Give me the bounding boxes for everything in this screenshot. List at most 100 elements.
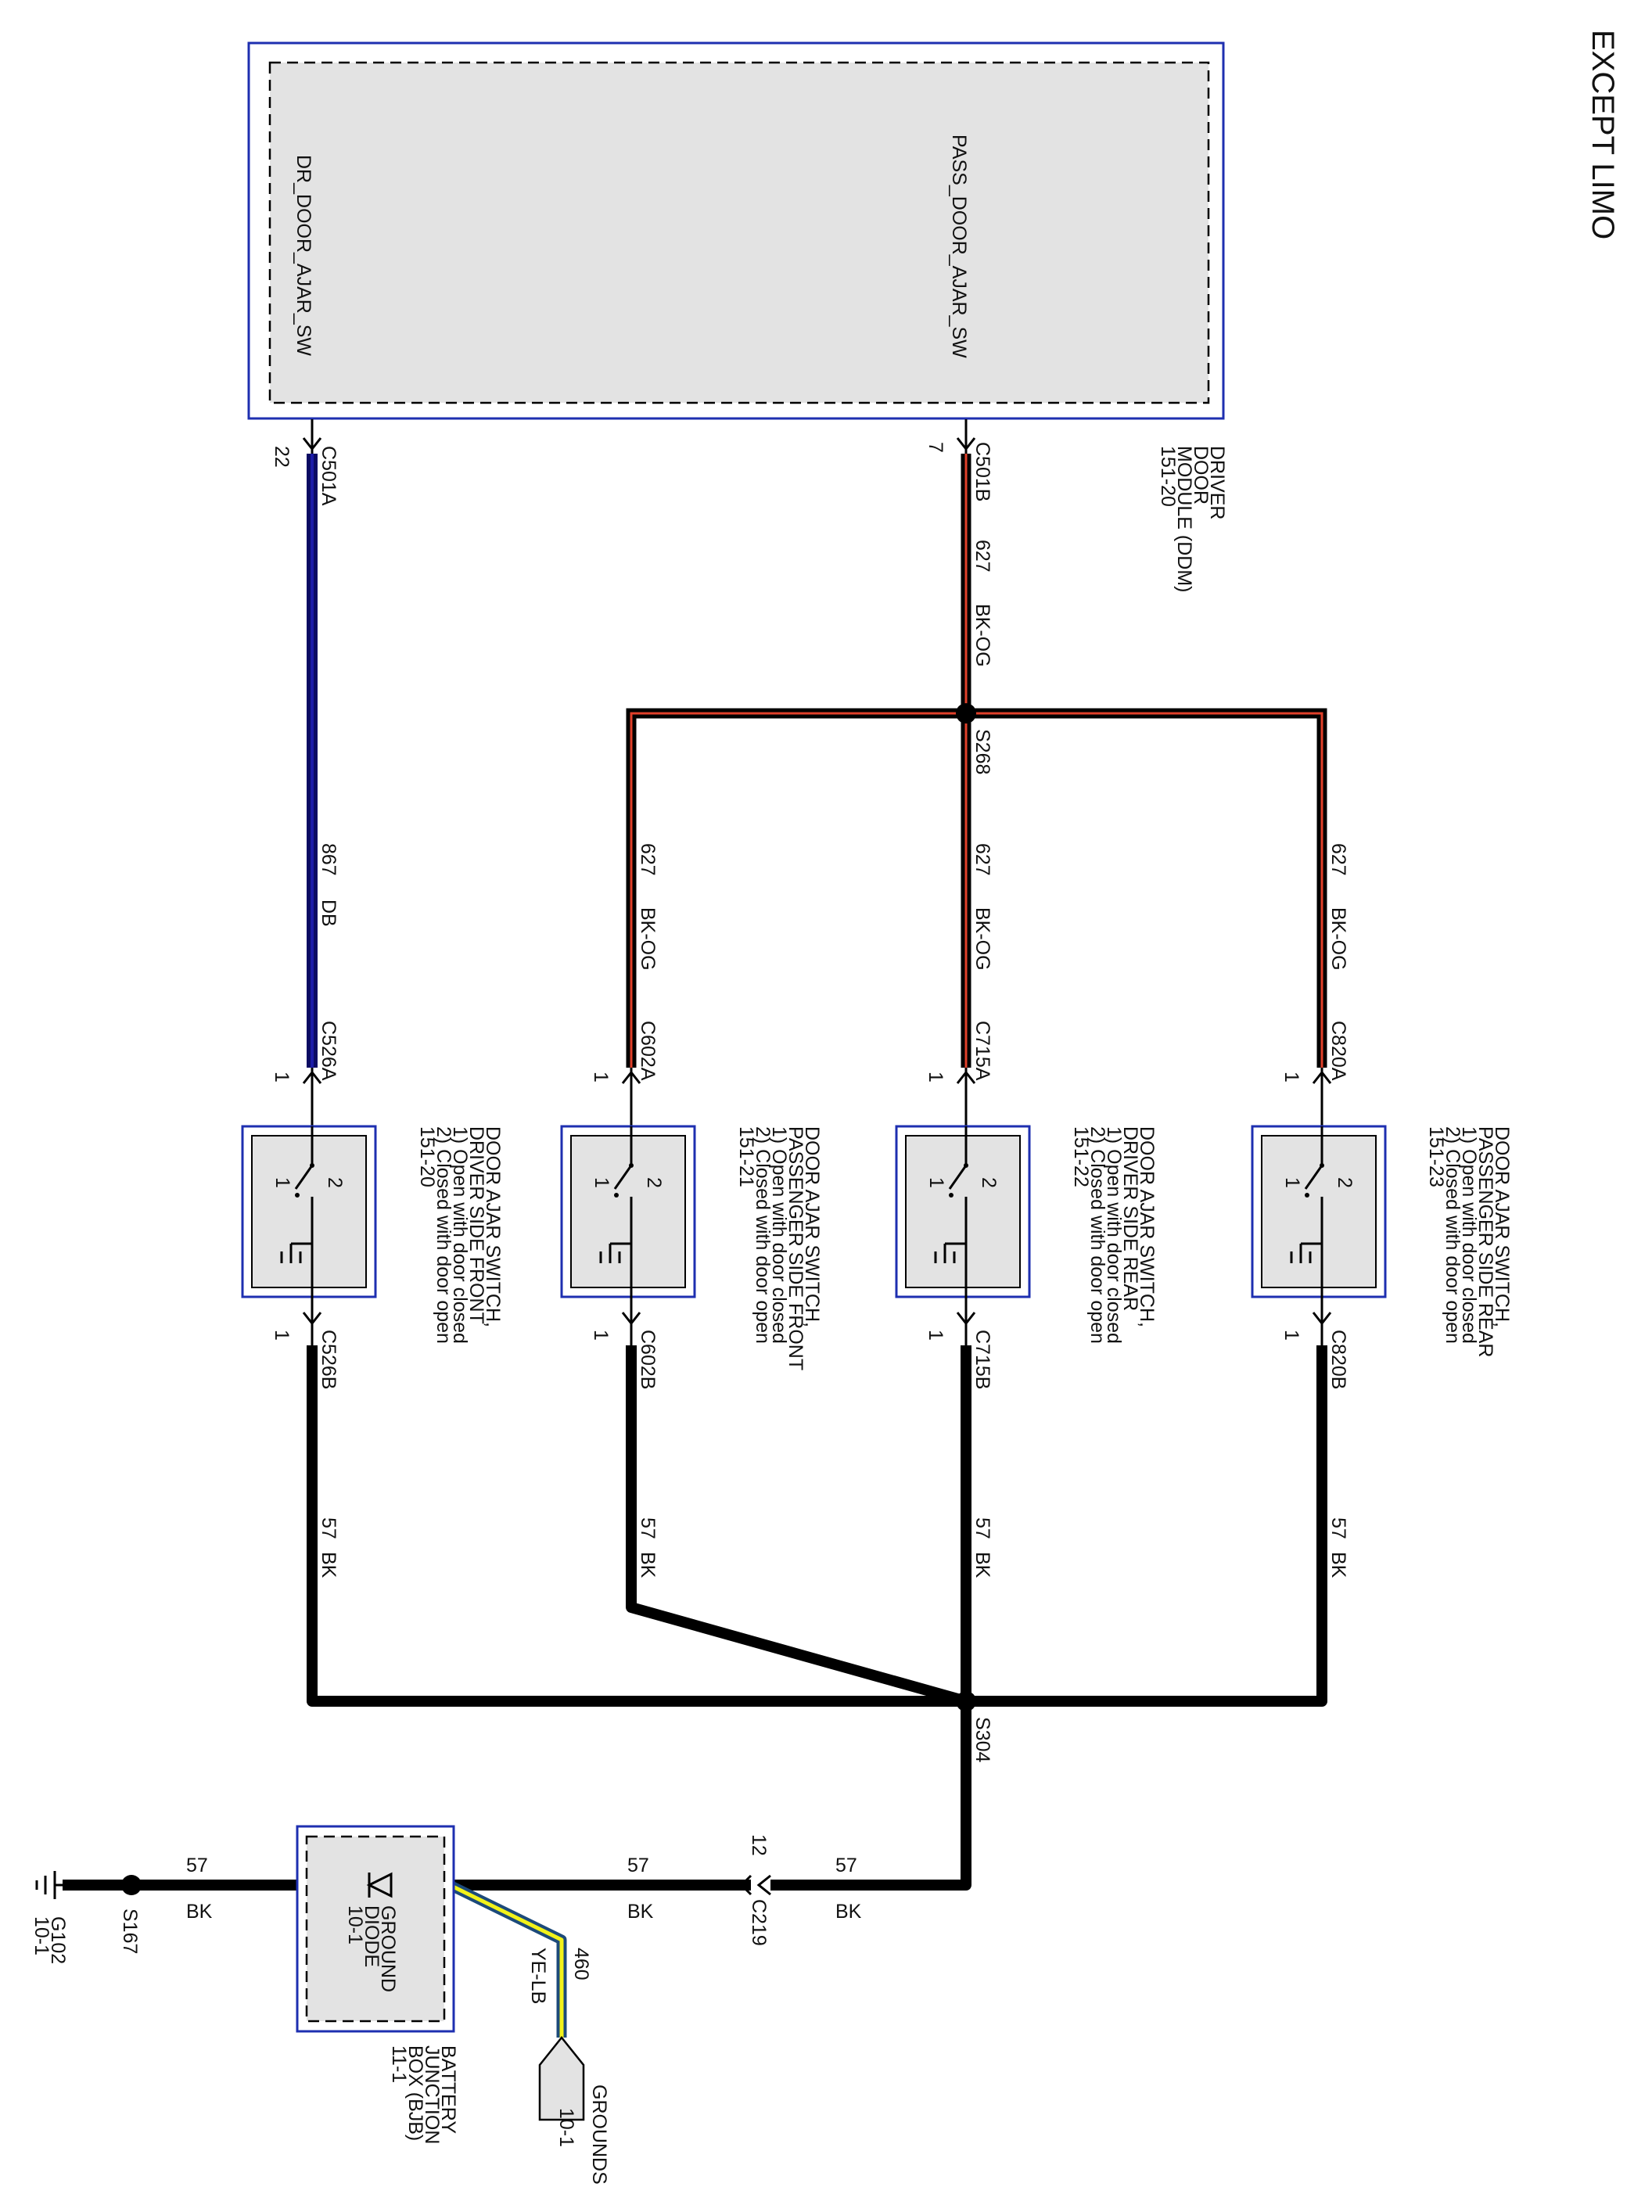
sw-psf-conn-b: C602B [637, 1330, 659, 1389]
splice-s304 [956, 1691, 976, 1711]
splice-s268-label: S268 [971, 729, 993, 774]
sw-dsr-label-1: DOOR AJAR SWITCH, [1136, 1126, 1158, 1327]
sw-dsf-label-5: 151-20 [416, 1126, 438, 1187]
sw-dsr-label-2: DRIVER SIDE REAR [1119, 1126, 1141, 1311]
bjb-line-4: 11-1 [388, 2045, 410, 2083]
sw-dsf-pin-b: 1 [271, 1330, 293, 1341]
sw-dsr-conn-b: C715B [971, 1330, 993, 1389]
wire-627-dsr-color: BK-OG [971, 907, 993, 971]
sw-psr-label-2: PASSENGER SIDE REAR [1474, 1126, 1496, 1357]
sw-psr-conn-b: C820B [1327, 1330, 1349, 1389]
bjb-label: BATTERY JUNCTION BOX (BJB) 11-1 [388, 2045, 459, 2144]
sw-dsf-label-4: 2) Closed with door open [433, 1126, 454, 1344]
wire-57-h2-num: 57 [627, 1855, 649, 1876]
wire-57-dsr-color: BK [971, 1552, 993, 1578]
ddm-conn-dr: C501A [318, 446, 339, 506]
sw-psr-contact-2: 2 [1334, 1177, 1356, 1188]
grounds-ref-shape [538, 2035, 585, 2121]
sw-psf-contact-2: 2 [643, 1177, 665, 1188]
sw-psr-conn-a: C820A [1327, 1021, 1349, 1081]
sw-dsr-contact-2: 2 [978, 1177, 1000, 1188]
wire-460-yelb [447, 1880, 567, 2038]
wire-57-psr-num: 57 [1327, 1517, 1349, 1539]
sw-psf-label-4: 2) Closed with door open [752, 1126, 774, 1344]
wire-627-psr-color: BK-OG [1327, 907, 1349, 971]
sw-dsr-pin-a: 1 [925, 1072, 946, 1083]
grounds-line-1: GROUNDS [588, 2085, 610, 2185]
c219-label: C219 [748, 1899, 770, 1946]
wire-57-h3-num: 57 [186, 1855, 208, 1876]
ground-diode-label: GROUND DIODE 10-1 [344, 1905, 399, 1992]
wire-627-bkog [626, 454, 1327, 1068]
wire-57-psf-num: 57 [637, 1517, 659, 1539]
sw-psf-label-3: 1) Open with door closed [768, 1126, 790, 1344]
switch-psf [560, 1068, 696, 1345]
ddm-name-line-1: DRIVER [1206, 446, 1228, 519]
wire-57-h3-color: BK [186, 1901, 213, 1923]
wire-627-psf-num: 627 [637, 843, 659, 876]
wire-57-h1-color: BK [835, 1901, 862, 1923]
sw-dsr-label-5: 151-22 [1070, 1126, 1092, 1187]
wire-57-bk [63, 1345, 1327, 1891]
ground-g102-icon [35, 1871, 63, 1899]
sw-psr-label-3: 1) Open with door closed [1458, 1126, 1480, 1344]
ddm-name-line-2: DOOR [1190, 446, 1212, 505]
bjb-line-3: BOX (BJB) [404, 2045, 426, 2141]
wire-57-h1-num: 57 [835, 1855, 857, 1876]
ddm-conn-pass-pin: 7 [925, 442, 946, 453]
ddm-pin-pass-label: PASS_DOOR_AJAR_SW [948, 135, 970, 358]
ddm-pin-dr-label: DR_DOOR_AJAR_SW [293, 155, 314, 356]
sw-dsf-contact-1: 1 [271, 1177, 293, 1188]
switch-dsr [895, 1068, 1031, 1345]
wire-57-dsf-num: 57 [318, 1517, 339, 1539]
sw-dsf-conn-b: C526B [318, 1330, 339, 1389]
page-title: EXCEPT LIMO [1586, 30, 1620, 239]
ground-diode-line-2: DIODE [361, 1905, 382, 1967]
wire-57-dsr-num: 57 [971, 1517, 993, 1539]
sw-psr-label-1: DOOR AJAR SWITCH, [1491, 1126, 1513, 1327]
g102-line-1: G102 [47, 1916, 69, 1964]
grounds-line-2: 10-1 [555, 2108, 577, 2147]
connector-c219 [739, 1874, 771, 1896]
splice-s268 [956, 703, 976, 724]
ddm-name-line-3: MODULE (DDM) [1173, 446, 1195, 593]
sw-dsr-label-3: 1) Open with door closed [1103, 1126, 1125, 1344]
sw-psr-label-4: 2) Closed with door open [1442, 1126, 1463, 1344]
sw-psf-contact-1: 1 [591, 1177, 612, 1188]
wire-867-num: 867 [318, 843, 339, 876]
splice-s167 [121, 1875, 142, 1895]
g102-line-2: 10-1 [31, 1916, 52, 1955]
wire-57-h2-color: BK [627, 1901, 654, 1923]
sw-psf-label-2: PASSENGER SIDE FRONT [785, 1126, 806, 1370]
sw-psr-label: DOOR AJAR SWITCH, PASSENGER SIDE REAR 1)… [1425, 1126, 1513, 1357]
ddm-name-label: DRIVER DOOR MODULE (DDM) 151-20 [1157, 446, 1228, 593]
ddm-body [268, 61, 1210, 404]
ddm-name-line-4: 151-20 [1157, 446, 1179, 507]
sw-dsr-label: DOOR AJAR SWITCH, DRIVER SIDE REAR 1) Op… [1070, 1126, 1158, 1344]
splice-s167-label: S167 [119, 1909, 141, 1954]
sw-psr-pin-b: 1 [1280, 1330, 1302, 1341]
sw-dsr-contact-1: 1 [925, 1177, 947, 1188]
sw-psr-pin-a: 1 [1280, 1072, 1302, 1083]
bjb-line-2: JUNCTION [421, 2045, 443, 2144]
wire-57-psr-color: BK [1327, 1552, 1349, 1578]
driver-door-module: PASS_DOOR_AJAR_SW DR_DOOR_AJAR_SW DRIVER… [247, 41, 1228, 593]
sw-dsf-label: DOOR AJAR SWITCH, DRIVER SIDE FRONT 1) O… [416, 1126, 504, 1344]
sw-dsr-pin-b: 1 [925, 1330, 946, 1341]
battery-junction-box [296, 1825, 455, 2033]
sw-dsf-label-3: 1) Open with door closed [449, 1126, 471, 1344]
sw-psf-conn-a: C602A [637, 1021, 659, 1081]
sw-dsf-pin-a: 1 [271, 1072, 293, 1083]
g102-label: G102 10-1 [31, 1916, 69, 1964]
wire-867-color: DB [318, 900, 339, 927]
sw-psf-pin-b: 1 [590, 1330, 612, 1341]
wire-460-color: YE-LB [527, 1948, 549, 2004]
sw-psf-label-5: 151-21 [735, 1126, 757, 1187]
sw-dsf-contact-2: 2 [324, 1177, 346, 1188]
sw-dsf-label-2: DRIVER SIDE FRONT [465, 1126, 487, 1324]
switch-psr [1251, 1068, 1387, 1345]
wire-57-psf-color: BK [637, 1552, 659, 1578]
bjb-line-1: BATTERY [437, 2045, 459, 2134]
wire-627-psf-color: BK-OG [637, 907, 659, 971]
